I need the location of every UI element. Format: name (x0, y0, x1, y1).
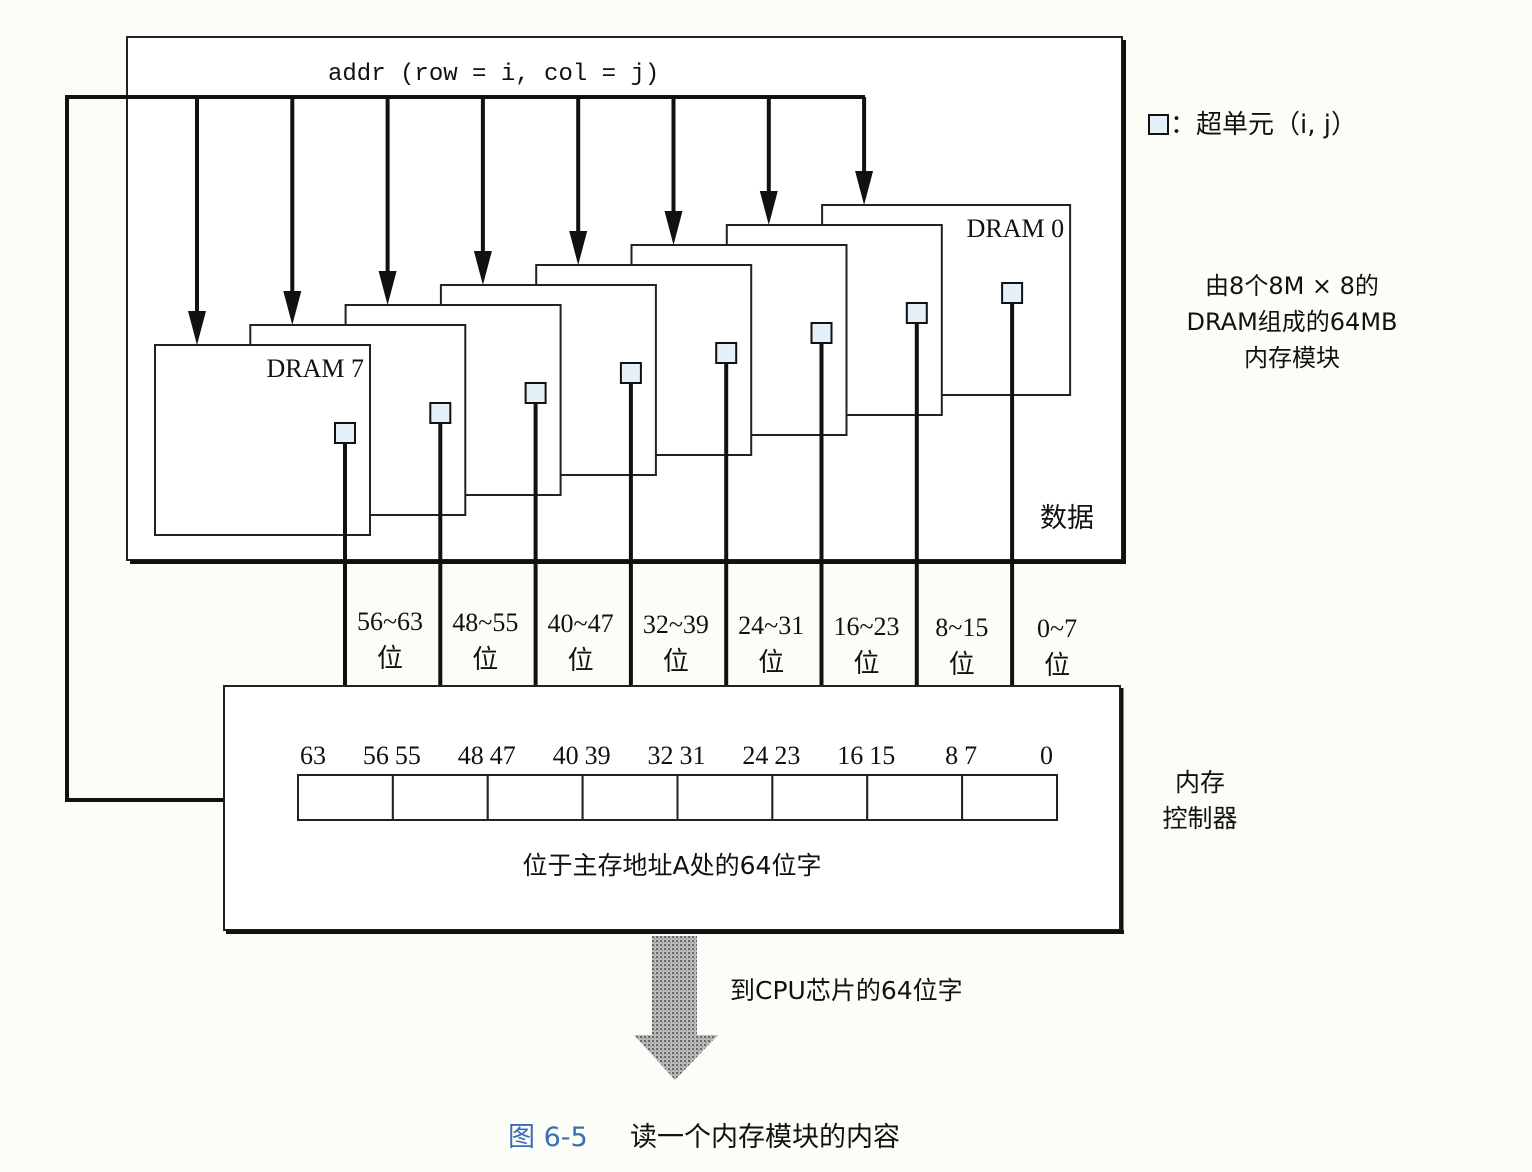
address-arrow-icon (759, 191, 778, 225)
supercell-icon (334, 422, 356, 444)
address-arrow-icon (283, 291, 302, 325)
supercell-icon (1001, 282, 1024, 304)
byte-cell (297, 774, 394, 821)
bit-unit-label: 位 (949, 650, 975, 680)
legend: ：超单元（i, j） (1148, 110, 1357, 140)
bit-number: 32 (648, 741, 674, 770)
bit-unit-label: 位 (758, 648, 784, 678)
byte-cell (581, 774, 679, 821)
bit-range-label: 48~55 (452, 608, 518, 637)
bit-number: 15 (869, 741, 895, 770)
output-label: 到CPU芯片的64位字 (730, 976, 963, 1005)
byte-cell (486, 774, 584, 821)
bit-number: 39 (585, 741, 611, 770)
bit-range-label: 16~23 (833, 612, 899, 641)
bit-number: 7 (964, 741, 977, 770)
bit-number: 56 (363, 741, 389, 770)
byte-cell (391, 774, 489, 821)
bit-number: 8 (945, 741, 958, 770)
module-description: 由8个8M × 8的 DRAM组成的64MB 内存模块 (1186, 272, 1397, 372)
address-arrow-icon (569, 231, 588, 265)
module-description-line: DRAM组成的64MB (1186, 308, 1397, 336)
bit-unit-label: 位 (663, 647, 689, 677)
legend-text: ：超单元（i, j） (1170, 110, 1357, 140)
controller-label-line: 控制器 (1162, 804, 1237, 833)
bit-range-label: 8~15 (935, 613, 988, 642)
address-arrow-icon (188, 311, 206, 345)
address-arrow-icon (378, 271, 397, 305)
address-bus (65, 95, 865, 802)
byte-cell (771, 774, 869, 821)
dram-label: DRAM 7 (266, 354, 364, 383)
word-register (297, 774, 1058, 821)
supercell-icon (429, 402, 452, 424)
bit-number: 55 (395, 741, 421, 770)
bit-range-label: 0~7 (1037, 614, 1077, 643)
bit-number: 0 (1040, 741, 1053, 770)
bit-range-label: 40~47 (548, 609, 614, 638)
dram-chip: DRAM 0 (821, 204, 1072, 396)
output-arrow-icon (634, 936, 718, 1080)
bit-number: 31 (680, 741, 706, 770)
bit-number: 24 (742, 741, 768, 770)
figure-title: 读一个内存模块的内容 (630, 1122, 900, 1153)
bit-number: 63 (300, 741, 326, 770)
bit-range-label: 56~63 (357, 607, 423, 636)
data-label: 数据 (1040, 503, 1094, 534)
address-arrow-icon (664, 211, 683, 245)
bit-number: 40 (553, 741, 579, 770)
module-description-line: 由8个8M × 8的 (1205, 272, 1379, 300)
byte-cell (676, 774, 774, 821)
byte-cell (961, 774, 1058, 821)
bit-number: 23 (774, 741, 800, 770)
bit-range-label: 32~39 (643, 610, 709, 639)
bit-unit-label: 位 (1044, 651, 1070, 681)
byte-cell (866, 774, 964, 821)
word-label: 位于主存地址A处的64位字 (523, 851, 822, 880)
supercell-square-icon (1148, 114, 1169, 135)
module-description-line: 内存模块 (1244, 344, 1340, 372)
bit-number: 48 (458, 741, 484, 770)
bit-number: 16 (837, 741, 863, 770)
controller-label-line: 内存 (1175, 768, 1225, 797)
address-arrow-icon (473, 251, 492, 285)
supercell-icon (715, 342, 738, 364)
supercell-icon (619, 362, 642, 384)
address-arrow-icon (855, 171, 874, 205)
bit-unit-label: 位 (472, 645, 498, 675)
bit-unit-label: 位 (568, 646, 594, 676)
supercell-icon (524, 382, 547, 404)
bit-range-label: 24~31 (738, 611, 804, 640)
addr-label: addr (row = i, col = j) (328, 61, 659, 88)
bit-unit-label: 位 (377, 644, 403, 674)
dram-label: DRAM 0 (967, 214, 1065, 243)
bit-number: 47 (490, 741, 516, 770)
figure-number: 图 6-5 (508, 1122, 588, 1153)
bit-unit-label: 位 (853, 649, 879, 679)
supercell-icon (810, 322, 833, 344)
supercell-icon (905, 302, 928, 324)
